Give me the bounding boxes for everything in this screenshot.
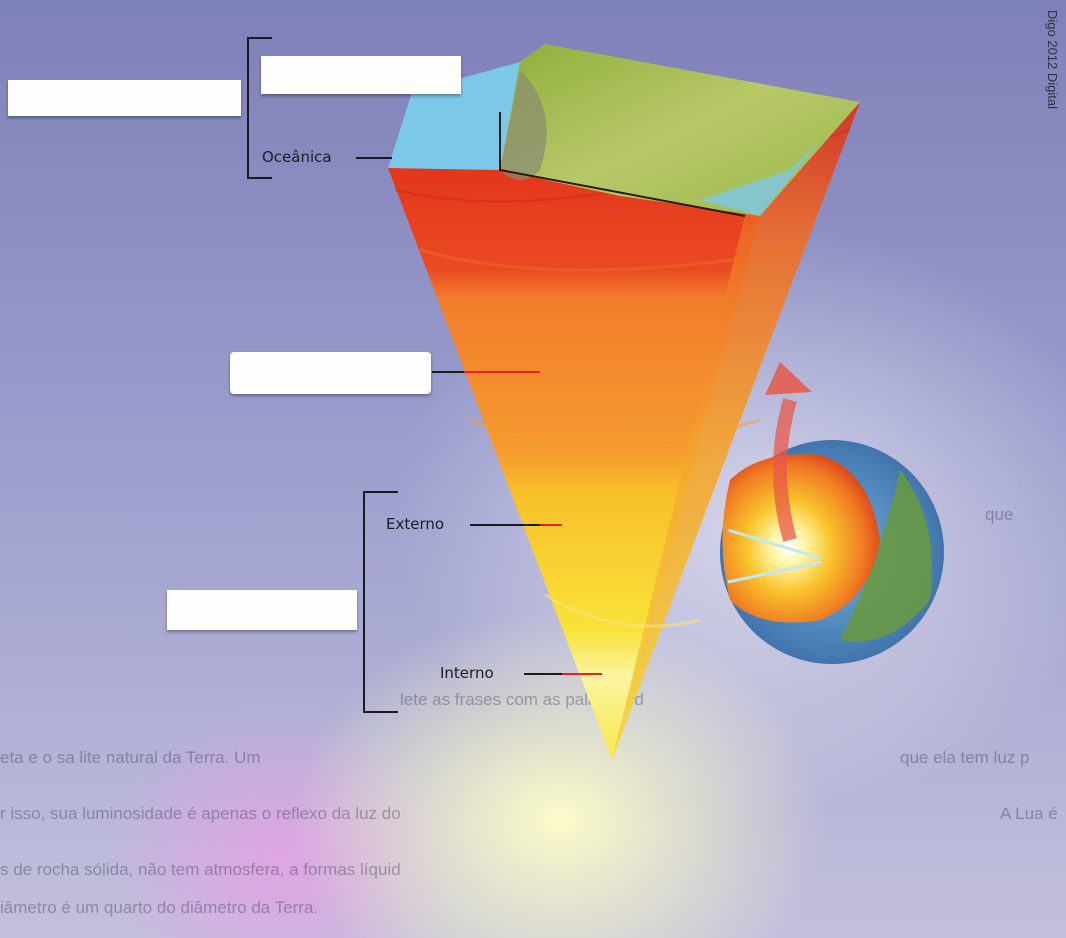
image-credit: Digo 2012 Digital bbox=[1045, 10, 1060, 109]
label-inner-core: Interno bbox=[440, 664, 494, 682]
earth-globe-icon bbox=[720, 440, 944, 664]
cover-crust-title bbox=[8, 80, 241, 116]
label-oceanic: Oceânica bbox=[262, 148, 332, 166]
cover-continental bbox=[261, 56, 461, 94]
cover-core bbox=[167, 590, 357, 630]
label-outer-core: Externo bbox=[386, 515, 444, 533]
cover-mantle bbox=[230, 352, 431, 394]
